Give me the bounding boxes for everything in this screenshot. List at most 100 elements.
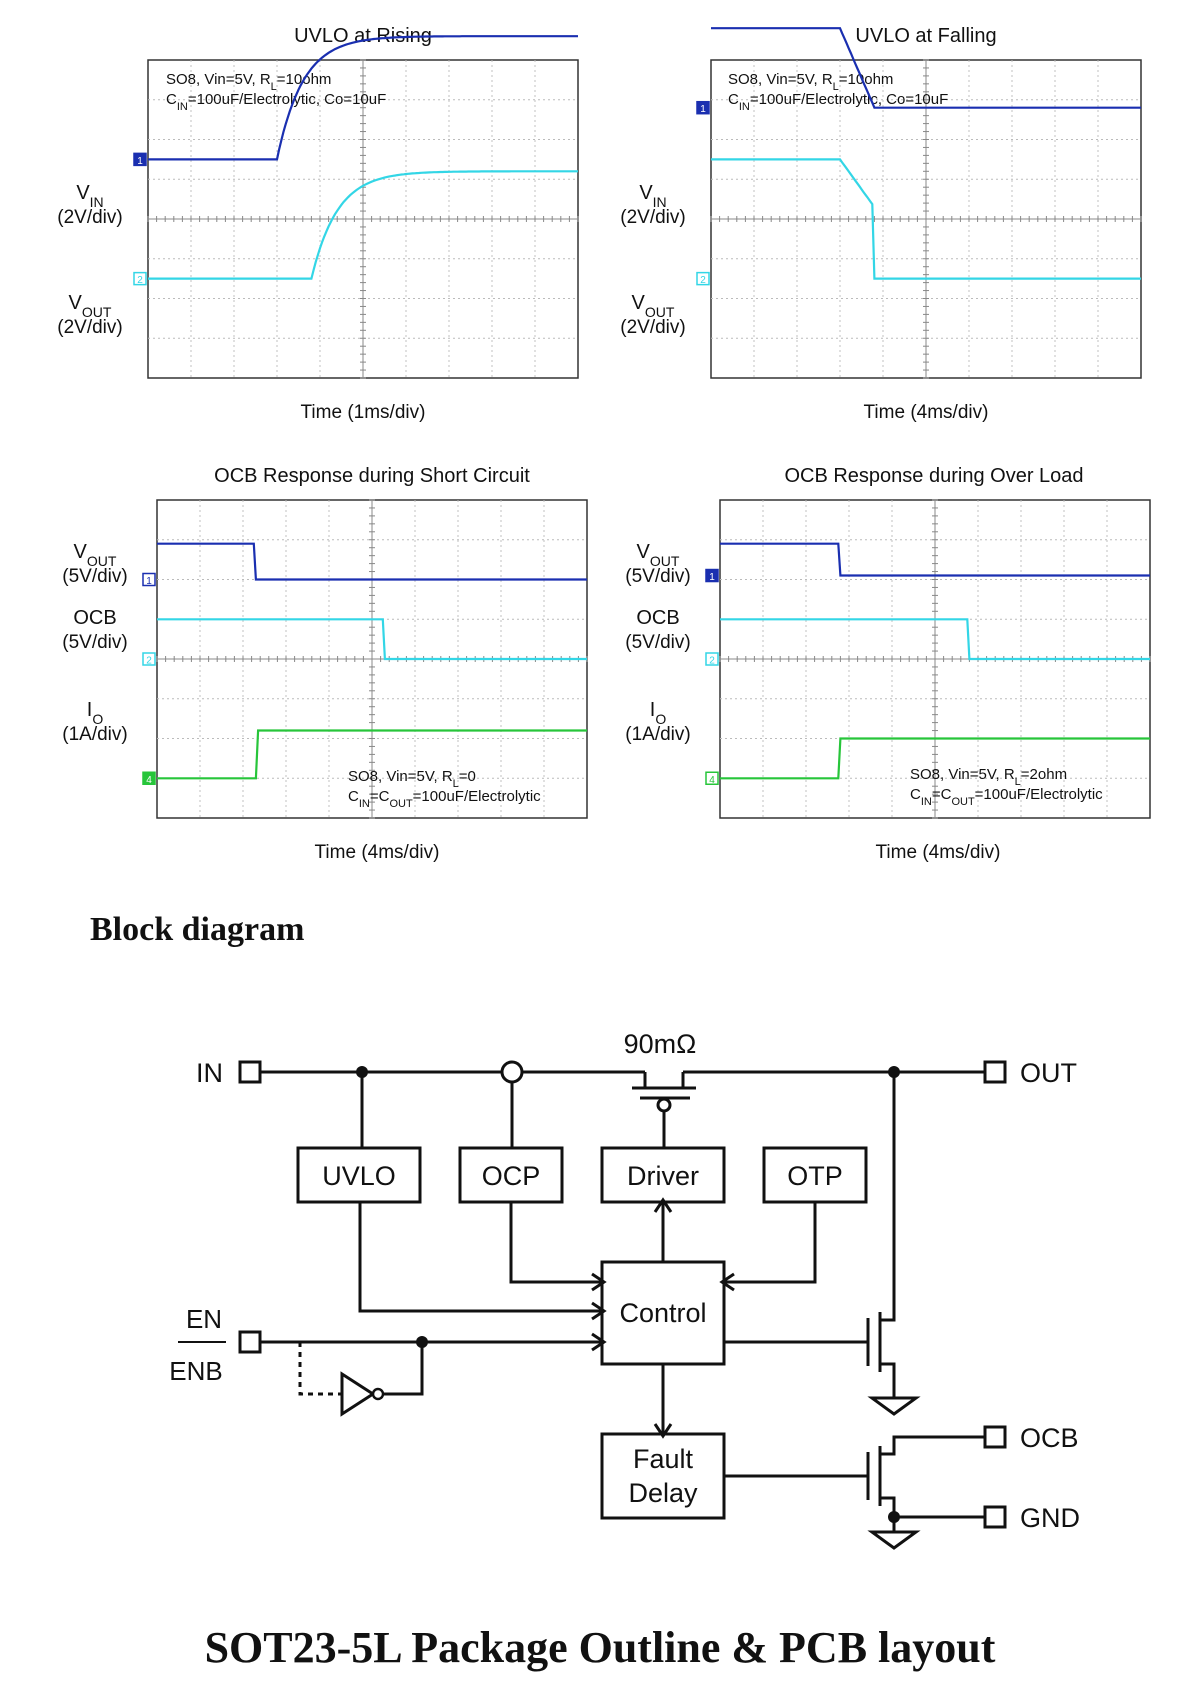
channel-marker-number: 1: [700, 104, 706, 115]
pin-ocb: [983, 1425, 1007, 1449]
channel-scale: (5V/div): [62, 566, 127, 587]
pin-in-label: IN: [196, 1058, 223, 1088]
channel-label: VOUT: [69, 292, 112, 320]
text-run: C: [166, 91, 177, 108]
ocp-to-control-wire: [509, 1202, 602, 1284]
channel-marker-number: 2: [146, 656, 152, 667]
channel-marker: [142, 652, 156, 666]
text-run: =100uF/Electrolytic: [975, 786, 1103, 803]
waveform-trace: [711, 27, 1141, 109]
text-run: C: [910, 786, 921, 803]
channel-label: VOUT: [74, 541, 117, 569]
channel-label: IO: [87, 699, 104, 727]
text-run: =100uF/Electrolytic: [413, 788, 541, 805]
channel-label-main: OCB: [73, 607, 116, 629]
channel-label-main: I: [87, 699, 93, 721]
channel-marker: [133, 152, 147, 167]
arrow-head: [719, 1272, 735, 1292]
channel-label: VOUT: [632, 292, 675, 320]
channel-scale: (1A/div): [625, 724, 690, 745]
scope-title: UVLO at Rising: [294, 25, 432, 47]
pin-enb-label: ENB: [169, 1356, 222, 1386]
pin-gnd: [983, 1505, 1007, 1529]
inverter-symbol: [340, 1371, 376, 1417]
scope-annotation: SO8, Vin=5V, RL=0: [348, 768, 476, 790]
channel-label: VOUT: [637, 541, 680, 569]
channel-label: VIN: [76, 182, 103, 210]
scope-xlabel: Time (4ms/div): [876, 842, 1001, 863]
subscript: IN: [921, 796, 932, 808]
channel-label-main: V: [639, 182, 653, 204]
block-diagram: 90mΩ IN OUT UVLO OCP Driver OTP Control …: [169, 1029, 1080, 1550]
ground-symbol: [867, 1396, 921, 1416]
scope-annotation: SO8, Vin=5V, RL=10ohm: [728, 71, 893, 93]
scope-xlabel: Time (1ms/div): [301, 402, 426, 423]
channel-label: IO: [650, 699, 667, 727]
scope-annotation: CIN=COUT=100uF/Electrolytic: [348, 788, 541, 810]
otp-to-control-wire: [724, 1202, 817, 1284]
pin-en: [238, 1330, 262, 1354]
subscript: OUT: [951, 796, 975, 808]
channel-marker-number: 1: [146, 576, 152, 587]
channel-marker: [705, 771, 719, 785]
current-sense-node: [500, 1060, 524, 1084]
waveform-trace: [157, 729, 587, 780]
subscript: IN: [739, 101, 750, 113]
resistance-label: 90mΩ: [624, 1029, 697, 1059]
text-run: =C: [370, 788, 390, 805]
subscript: L: [271, 81, 277, 93]
inverter-dashed-path: [298, 1342, 342, 1396]
discharge-drain-wire: [880, 1072, 896, 1322]
text-run: =10ohm: [839, 71, 894, 88]
driver-label: Driver: [627, 1161, 699, 1191]
channel-label-main: V: [74, 541, 88, 563]
channel-scale: (2V/div): [57, 317, 122, 338]
text-run: =100uF/Electrolytic, Co=10uF: [188, 91, 386, 108]
subscript: L: [1015, 776, 1021, 788]
waveform-trace: [148, 35, 578, 161]
package-heading: SOT23-5L Package Outline & PCB layout: [205, 1623, 996, 1672]
scope-title: UVLO at Falling: [855, 25, 996, 47]
fault-label: Fault: [633, 1444, 694, 1474]
control-label: Control: [619, 1298, 706, 1328]
uvlo-label: UVLO: [322, 1161, 396, 1191]
ocp-label: OCP: [482, 1161, 541, 1191]
channel-label-sub: IN: [653, 194, 667, 210]
waveform-trace: [720, 542, 1150, 577]
scope-xlabel: Time (4ms/div): [864, 402, 989, 423]
discharge-source-wire: [880, 1362, 896, 1398]
text-run: SO8, Vin=5V, R: [910, 766, 1015, 783]
channel-label-main: V: [637, 541, 651, 563]
channel-marker: [133, 271, 147, 286]
channel-label: VIN: [639, 182, 666, 210]
ocb-drain-wire: [880, 1435, 985, 1456]
channel-marker: [142, 572, 156, 587]
scope-xlabel: Time (4ms/div): [315, 842, 440, 863]
channel-label-sub: IN: [90, 194, 104, 210]
channel-label-sub: OUT: [645, 304, 675, 320]
otp-label: OTP: [787, 1161, 843, 1191]
pin-en-label: EN: [186, 1304, 222, 1334]
text-run: SO8, Vin=5V, R: [348, 768, 453, 785]
channel-marker-number: 1: [137, 156, 143, 167]
arrow-head: [591, 1332, 607, 1352]
arrow-head: [591, 1301, 607, 1321]
subscript: L: [833, 81, 839, 93]
channel-scale: (2V/div): [620, 207, 685, 228]
channel-marker: [696, 100, 710, 115]
channel-marker-number: 1: [709, 572, 715, 583]
pin-out: [983, 1060, 1007, 1084]
channel-scale: (2V/div): [57, 207, 122, 228]
channel-label: OCB: [73, 607, 116, 629]
arrow-head: [591, 1272, 607, 1292]
delay-label: Delay: [628, 1478, 698, 1508]
channel-scale: (2V/div): [620, 317, 685, 338]
scope-annotation: CIN=100uF/Electrolytic, Co=10uF: [166, 91, 386, 113]
channel-label-sub: OUT: [650, 553, 680, 569]
channel-marker-number: 4: [709, 775, 715, 786]
channel-label-main: V: [632, 292, 646, 314]
